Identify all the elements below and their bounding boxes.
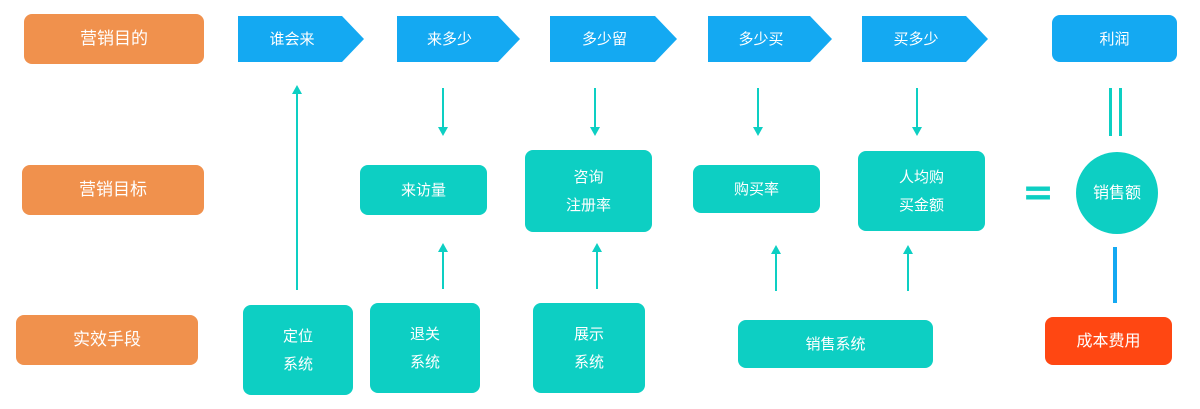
profit-box: 利润 bbox=[1052, 15, 1177, 62]
funnel-step-how-many-stay: 多少留 bbox=[550, 16, 677, 62]
connector-line bbox=[1109, 88, 1112, 136]
funnel-step-who-will-come: 谁会来 bbox=[238, 16, 364, 62]
purchase-rate-box: 购买率 bbox=[693, 165, 820, 213]
funnel-step-how-many-come: 来多少 bbox=[397, 16, 520, 62]
arrow-line bbox=[757, 88, 759, 128]
arrow-line bbox=[916, 88, 918, 128]
funnel-step-buy-how-much: 买多少 bbox=[862, 16, 988, 62]
consult-register-rate-line2: 注册率 bbox=[565, 196, 611, 214]
avg-purchase-amount-line1: 人均购 bbox=[898, 168, 944, 186]
connector-line bbox=[1119, 88, 1122, 136]
arrowhead-down-icon bbox=[438, 127, 448, 136]
cost-connector-line bbox=[1113, 247, 1117, 303]
cost-expense-box: 成本费用 bbox=[1045, 317, 1172, 365]
arrowhead-up-icon bbox=[438, 243, 448, 252]
system-display-line1: 展示 bbox=[573, 325, 604, 343]
row-label-effective-means: 实效手段 bbox=[16, 315, 198, 365]
visitor-volume-box: 来访量 bbox=[360, 165, 487, 215]
row-label-marketing-goal: 营销目标 bbox=[22, 165, 204, 215]
system-positioning-line2: 系统 bbox=[282, 355, 313, 373]
arrowhead-up-icon bbox=[592, 243, 602, 252]
arrow-line bbox=[907, 253, 909, 291]
sales-amount-circle: 销售额 bbox=[1076, 152, 1158, 234]
arrowhead-down-icon bbox=[590, 127, 600, 136]
arrow-line bbox=[594, 88, 596, 128]
arrowhead-down-icon bbox=[753, 127, 763, 136]
avg-purchase-amount-line2: 买金额 bbox=[898, 196, 944, 214]
system-positioning-line1: 定位 bbox=[282, 327, 313, 345]
equals-sign: = bbox=[1022, 170, 1054, 214]
arrowhead-down-icon bbox=[912, 127, 922, 136]
arrowhead-up-icon bbox=[771, 245, 781, 254]
arrow-line bbox=[596, 251, 598, 289]
arrow-line bbox=[296, 93, 298, 290]
avg-purchase-amount-box: 人均购 买金额 bbox=[858, 151, 985, 231]
row-label-marketing-purpose: 营销目的 bbox=[24, 14, 204, 64]
system-box-tuiguan: 退关 系统 bbox=[370, 303, 480, 393]
funnel-step-how-many-buy: 多少买 bbox=[708, 16, 832, 62]
arrow-line bbox=[442, 251, 444, 289]
arrowhead-up-icon bbox=[903, 245, 913, 254]
arrowhead-up-icon bbox=[292, 85, 302, 94]
system-tuiguan-line1: 退关 bbox=[409, 325, 440, 343]
arrow-line bbox=[442, 88, 444, 128]
arrow-line bbox=[775, 253, 777, 291]
system-box-positioning: 定位 系统 bbox=[243, 305, 353, 395]
system-box-sales: 销售系统 bbox=[738, 320, 933, 368]
consult-register-rate-box: 咨询 注册率 bbox=[525, 150, 652, 232]
system-tuiguan-line2: 系统 bbox=[409, 353, 440, 371]
system-box-display: 展示 系统 bbox=[533, 303, 645, 393]
consult-register-rate-line1: 咨询 bbox=[573, 168, 604, 186]
system-display-line2: 系统 bbox=[573, 353, 604, 371]
